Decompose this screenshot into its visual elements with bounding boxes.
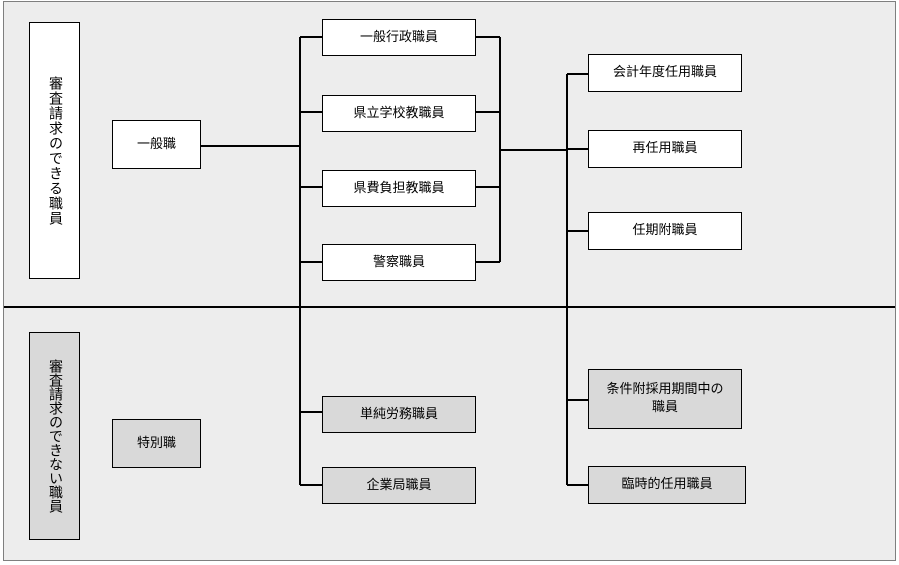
category-special: 特別職: [112, 419, 201, 468]
node-fiscal-year-appointed: 会計年度任用職員: [588, 54, 742, 92]
node-conditional-period: 条件附採用期間中の 職員: [588, 369, 742, 429]
bottom-group-label: 審査請求のできない職員: [29, 332, 80, 540]
node-reappointed: 再任用職員: [588, 130, 742, 168]
bottom-group-label-text: 審査請求のできない職員: [47, 359, 63, 513]
category-general: 一般職: [112, 120, 201, 169]
node-fixed-term: 任期附職員: [588, 212, 742, 250]
top-group-label: 審査請求のできる職員: [29, 22, 80, 279]
node-simple-labor: 単純労務職員: [322, 396, 476, 433]
node-prefectural-teachers: 県費負担教職員: [322, 170, 476, 207]
node-general-admin: 一般行政職員: [322, 19, 476, 56]
node-police: 警察職員: [322, 244, 476, 281]
node-temporary-appointed: 臨時的任用職員: [588, 466, 746, 504]
node-prefectural-school: 県立学校教職員: [322, 95, 476, 132]
node-enterprise-bureau: 企業局職員: [322, 467, 476, 504]
top-group-label-text: 審査請求のできる職員: [47, 75, 63, 226]
